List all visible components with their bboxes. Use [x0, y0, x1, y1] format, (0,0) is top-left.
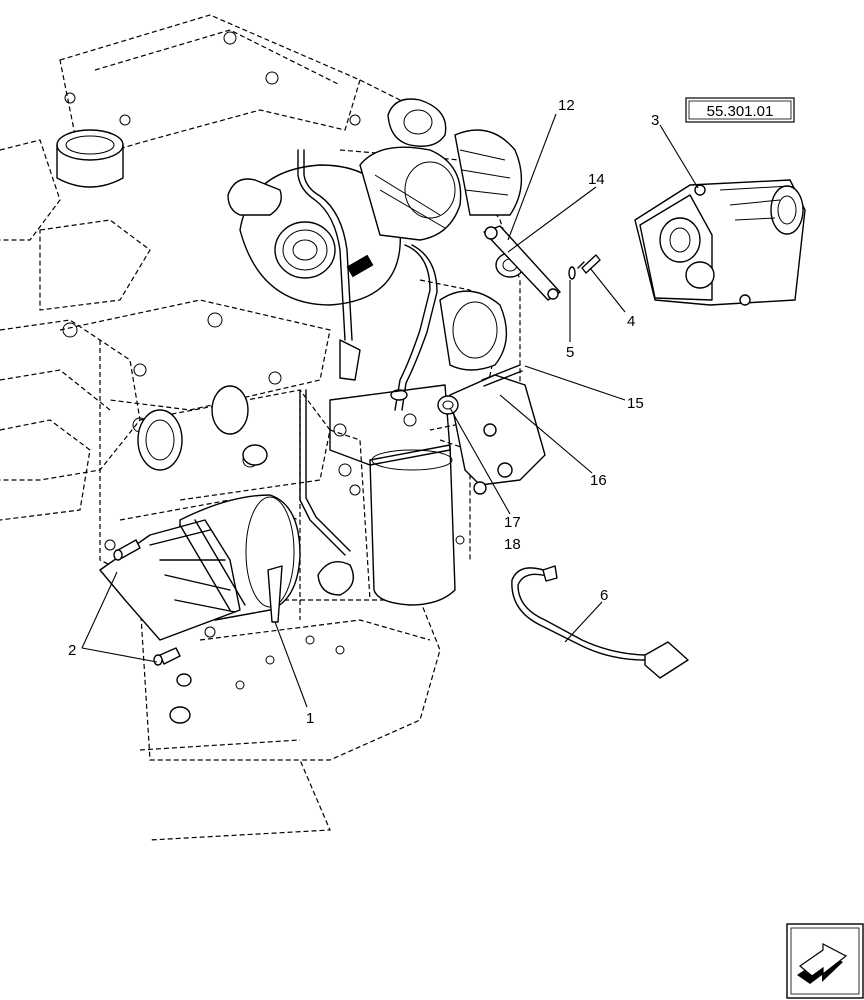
water-pump: [439, 252, 525, 371]
callouts: 12 14 3 4 5 15 16 17 18 6 2 1: [68, 97, 659, 727]
arrow-box-icon[interactable]: [786, 923, 864, 999]
reference-box: 55.301.01: [685, 97, 795, 123]
wire-harness: [511, 565, 689, 679]
pipes: [297, 149, 438, 596]
callout-18: 18: [504, 536, 521, 553]
callout-12: 12: [558, 97, 575, 114]
callout-5: 5: [566, 344, 574, 361]
bolt-and-washer: [568, 254, 601, 280]
filter-housing: [329, 384, 456, 606]
callout-2: 2: [68, 642, 76, 659]
leader-lines: [81, 113, 699, 708]
turbocharger: [227, 98, 523, 306]
callout-3: 3: [651, 112, 659, 129]
callout-16: 16: [590, 472, 607, 489]
reference-code: 55.301.01: [707, 103, 774, 120]
callout-17: 17: [504, 514, 521, 531]
alternator: [634, 179, 806, 306]
callout-15: 15: [627, 395, 644, 412]
alternator-bracket: [483, 225, 561, 301]
callout-14: 14: [588, 171, 605, 188]
callout-1: 1: [306, 710, 314, 727]
starter-motor: [99, 494, 301, 724]
callout-4: 4: [627, 313, 635, 330]
auxiliary-starter: [437, 364, 546, 495]
callout-6: 6: [600, 587, 608, 604]
